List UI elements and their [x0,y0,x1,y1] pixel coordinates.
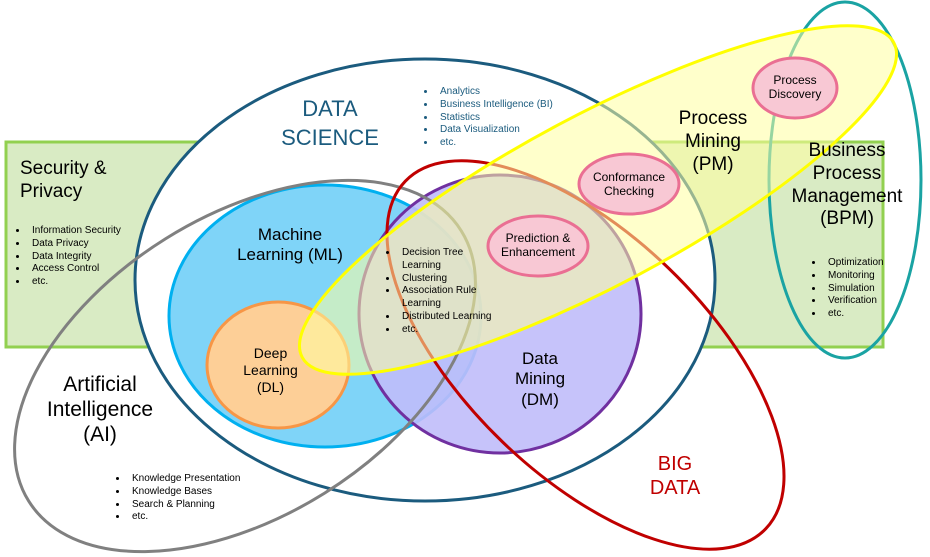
ml-list: Decision Tree Learning Clustering Associ… [380,247,493,337]
list-item: Association Rule Learning [398,285,493,311]
list-item: Search & Planning [128,499,288,512]
list-item: Business Intelligence (BI) [436,99,596,112]
list-item: etc. [398,324,493,337]
list-item: Data Integrity [28,251,123,264]
data-science-title-line1: DATA [302,96,358,121]
prediction-enhancement-label: Prediction & Enhancement [500,231,576,260]
list-item: Optimization [824,257,914,270]
data-science-title-line2: SCIENCE [281,125,379,150]
list-item: Analytics [436,86,596,99]
list-item: etc. [824,308,914,321]
list-item: Verification [824,295,914,308]
list-item: Statistics [436,112,596,125]
dm-title: Data Mining (DM) [514,349,566,409]
list-item: Knowledge Bases [128,486,288,499]
security-list: Information Security Data Privacy Data I… [10,225,123,289]
pm-title: Process Mining (PM) [678,108,748,175]
process-discovery-label: Process Discovery [768,73,822,102]
list-item: etc. [436,137,596,150]
list-item: Simulation [824,283,914,296]
prediction-enhancement-ellipse [486,214,590,278]
list-item: Data Privacy [28,238,123,251]
ml-title: Machine Learning (ML) [237,225,343,265]
list-item: etc. [28,276,123,289]
conformance-checking-label: Conformance Checking [592,170,666,199]
list-item: Monitoring [824,270,914,283]
bpm-title: Business Process Management (BPM) [791,140,903,230]
big-data-title: BIG DATA [649,453,701,499]
bpm-list: Optimization Monitoring Simulation Verif… [806,257,914,321]
ai-list: Knowledge Presentation Knowledge Bases S… [110,473,288,524]
data-science-title: DATA SCIENCE [260,94,400,152]
list-item: Decision Tree Learning [398,247,493,273]
dl-title: Deep Learning (DL) [243,345,298,395]
list-item: Distributed Learning [398,311,493,324]
list-item: Access Control [28,263,123,276]
data-science-list: Analytics Business Intelligence (BI) Sta… [418,86,596,150]
list-item: Knowledge Presentation [128,473,288,486]
list-item: etc. [128,511,288,524]
list-item: Information Security [28,225,123,238]
list-item: Clustering [398,273,493,286]
conformance-checking-ellipse [577,152,681,216]
list-item: Data Visualization [436,124,596,137]
ai-title: Artificial Intelligence (AI) [46,373,154,447]
process-discovery-ellipse [751,56,839,120]
security-title: Security & Privacy [20,158,107,202]
